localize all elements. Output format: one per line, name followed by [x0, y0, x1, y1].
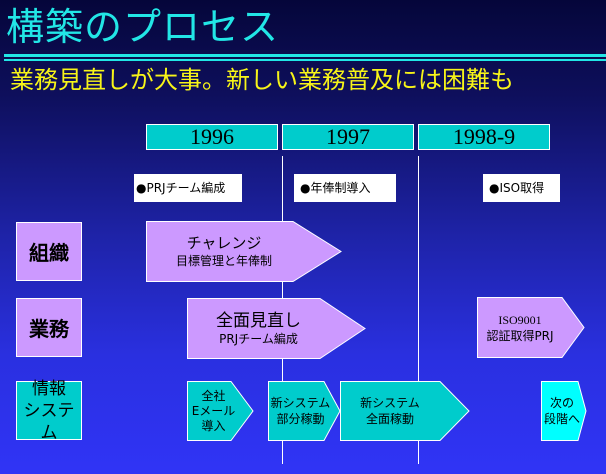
arrow-line2: 認証取得PRJ	[486, 329, 554, 343]
arrow-line1: ISO9001	[498, 313, 542, 327]
arrow-shape	[187, 381, 254, 441]
arrow-partial-operation: 新システム 部分稼動	[268, 381, 341, 441]
arrow-line2: 目標管理と年俸制	[175, 254, 272, 268]
arrow-challenge: チャレンジ 目標管理と年俸制	[146, 221, 342, 282]
arrow-line1: 新システム	[360, 396, 420, 410]
arrow-email: 全社 Eメール 導入	[187, 381, 254, 441]
year-header-1997: 1997	[282, 124, 414, 150]
row-label-operations: 業務	[16, 298, 82, 357]
slide-title: 構築のプロセス	[6, 5, 280, 49]
arrow-shape	[146, 221, 342, 282]
row-label-line1: 情報	[32, 378, 66, 399]
divider-1998	[418, 156, 419, 464]
arrow-line2: 段階へ	[543, 412, 580, 426]
arrow-line3: 導入	[201, 418, 226, 433]
row-label-line2: システム	[23, 400, 75, 443]
arrow-shape	[187, 298, 366, 359]
arrow-next-stage: 次の 段階へ	[541, 381, 587, 441]
arrow-full-review: 全面見直し PRJチーム編成	[187, 298, 366, 359]
milestone-iso: ●ISO取得	[483, 174, 560, 202]
arrow-iso9001: ISO9001 認証取得PRJ	[477, 297, 605, 359]
arrow-shape	[541, 381, 587, 441]
arrow-line1: 次の	[549, 396, 574, 410]
milestone-annual-salary: ●年俸制導入	[294, 174, 396, 202]
year-header-1996: 1996	[146, 124, 278, 150]
arrow-shape	[477, 297, 585, 358]
arrow-line1: 新システム	[270, 396, 331, 410]
arrow-line2: 部分稼動	[276, 412, 325, 426]
arrow-shape	[340, 381, 470, 441]
arrow-line2: 全面稼動	[365, 412, 414, 426]
milestone-prj-team: ●PRJチーム編成	[134, 174, 242, 202]
arrow-line1: 全面見直し	[216, 310, 301, 331]
title-underline	[4, 54, 606, 57]
slide-subtitle: 業務見直しが大事。新しい業務普及には困難も	[10, 66, 514, 94]
row-label-info-system: 情報 システム	[16, 378, 82, 443]
arrow-line1: 全社	[201, 388, 226, 403]
row-label-organization: 組織	[16, 222, 82, 281]
arrow-line2: Eメール	[191, 403, 236, 418]
arrow-line2: PRJチーム編成	[219, 331, 298, 346]
title-underline-thin	[4, 59, 606, 61]
year-header-1998-9: 1998-9	[418, 124, 550, 150]
arrow-full-operation: 新システム 全面稼動	[340, 381, 470, 441]
arrow-line1: チャレンジ	[186, 234, 262, 252]
arrow-shape	[268, 381, 341, 441]
